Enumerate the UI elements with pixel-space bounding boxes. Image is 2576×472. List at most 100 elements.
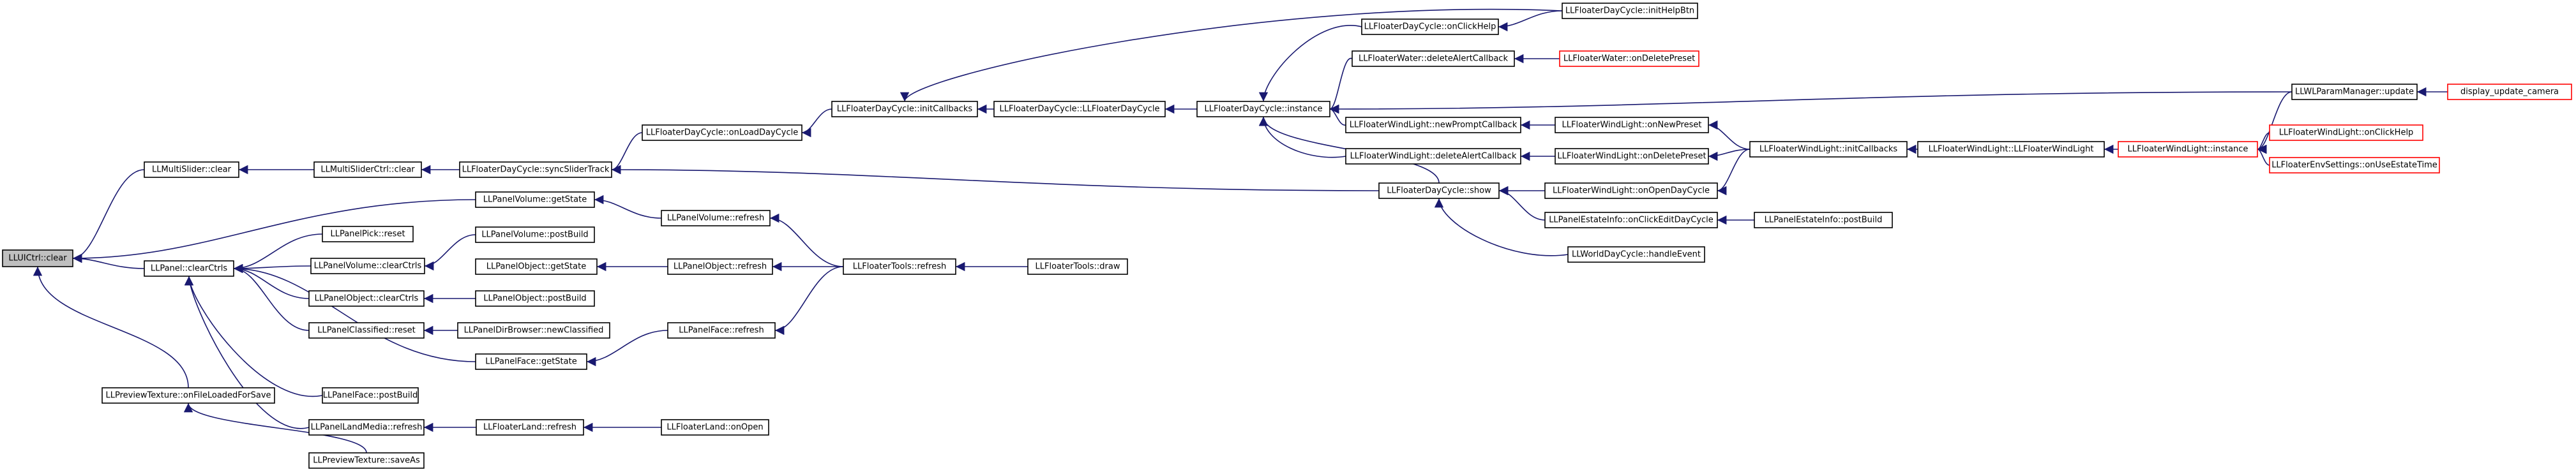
node-box [1917, 141, 2105, 158]
node-box [102, 387, 275, 404]
function-node[interactable]: LLFloaterWindLight::newPromptCallback [1345, 117, 1521, 133]
node-label: LLPanelObject::getState [486, 262, 586, 272]
node-box [313, 161, 422, 178]
node-label: LLPanelEstateInfo::postBuild [1765, 216, 1883, 225]
function-node[interactable]: LLMultiSliderCtrl::clear [313, 161, 422, 178]
function-node[interactable]: LLPanelEstateInfo::onClickEditDayCycle [1544, 212, 1718, 228]
function-node[interactable]: LLPanelDirBrowser::newClassified [457, 322, 610, 339]
node-label: LLPanelDirBrowser::newClassified [464, 326, 604, 336]
function-node[interactable]: LLWorldDayCycle::handleEvent [1567, 246, 1705, 263]
function-node[interactable]: LLPanelObject::postBuild [475, 290, 595, 307]
call-edge [1717, 149, 1751, 196]
function-node[interactable]: LLFloaterWindLight::onNewPreset [1555, 117, 1709, 133]
function-node[interactable]: LLFloaterWindLight::deleteAlertCallback [1345, 148, 1521, 165]
function-node[interactable]: LLFloaterWindLight::onDeletePreset [1555, 148, 1709, 165]
function-node[interactable]: LLFloaterTools::draw [1027, 258, 1128, 275]
root-function-node[interactable]: LLUICtrl::clear [2, 249, 73, 267]
node-label: LLFloaterDayCycle::initHelpBtn [1565, 6, 1694, 16]
function-node[interactable]: LLPanelObject::refresh [667, 258, 773, 275]
function-node[interactable]: LLPreviewTexture::onFileLoadedForSave [102, 387, 275, 404]
function-node[interactable]: LLPanelVolume::refresh [661, 210, 771, 226]
node-label: LLFloaterLand::refresh [483, 423, 576, 432]
node-box [1544, 212, 1718, 228]
function-node[interactable]: LLFloaterDayCycle::instance [1196, 101, 1330, 117]
function-node[interactable]: LLPanelLandMedia::refresh [308, 419, 425, 436]
function-node[interactable]: LLPanelObject::getState [475, 258, 598, 275]
node-box [308, 452, 425, 469]
function-node[interactable]: LLPanelClassified::reset [308, 322, 425, 339]
call-edge [1329, 58, 1353, 114]
call-edge [801, 108, 832, 138]
function-node[interactable]: LLFloaterLand::onOpen [661, 419, 769, 436]
function-node[interactable]: LLFloaterWater::onDeletePreset [1559, 50, 1699, 67]
node-label: LLPanelVolume::clearCtrls [314, 262, 422, 271]
node-box [475, 353, 587, 370]
function-node[interactable]: LLFloaterDayCycle::onLoadDayCycle [642, 124, 802, 141]
function-node[interactable]: LLFloaterDayCycle::syncSliderTrack [459, 161, 612, 178]
node-box [1567, 246, 1705, 263]
node-box [1361, 18, 1499, 35]
call-edge [184, 276, 310, 429]
function-node[interactable]: LLFloaterTools::refresh [843, 258, 956, 275]
function-node[interactable]: LLFloaterWindLight::onOpenDayCycle [1544, 182, 1718, 199]
function-node[interactable]: LLFloaterWindLight::instance [2118, 141, 2258, 158]
node-box [661, 419, 769, 436]
function-node[interactable]: LLFloaterDayCycle::initCallbacks [831, 101, 978, 117]
function-node[interactable]: LLPanelFace::getState [475, 353, 587, 370]
node-label: LLFloaterWindLight::deleteAlertCallback [1350, 152, 1517, 161]
call-edge [594, 195, 662, 219]
node-box [475, 226, 595, 243]
function-node[interactable]: LLFloaterEnvSettings::onUseEstateTime [2269, 157, 2440, 173]
node-label: LLPanelFace::refresh [679, 326, 764, 336]
function-node[interactable]: LLFloaterDayCycle::show [1378, 182, 1500, 199]
function-node[interactable]: LLFloaterDayCycle::onClickHelp [1361, 18, 1499, 35]
node-label: display_update_camera [2460, 87, 2559, 97]
node-label: LLFloaterLand::onOpen [667, 423, 763, 432]
function-node[interactable]: LLPanelEstateInfo::postBuild [1754, 212, 1893, 228]
call-edge [1498, 186, 1546, 221]
node-box [1749, 141, 1908, 158]
function-node[interactable]: LLPanelFace::postBuild [322, 387, 419, 404]
function-node[interactable]: LLPanelVolume::getState [475, 191, 595, 208]
function-node[interactable]: LLWLParamManager::update [2291, 84, 2418, 100]
function-node[interactable]: LLPanel::clearCtrls [144, 260, 234, 277]
node-label: LLPanelVolume::refresh [667, 214, 764, 223]
node-label: LLFloaterWindLight::LLFloaterWindLight [1929, 145, 2094, 154]
function-node[interactable]: LLPreviewTexture::saveAs [308, 452, 425, 469]
call-edge [33, 266, 189, 388]
call-edge [233, 263, 310, 299]
call-edge [1258, 116, 1346, 158]
call-edge [184, 276, 323, 397]
function-node[interactable]: LLFloaterLand::refresh [476, 419, 584, 436]
node-label: LLFloaterDayCycle::syncSliderTrack [462, 165, 610, 175]
call-edge [72, 169, 145, 263]
node-box [1544, 182, 1718, 199]
call-edge [183, 402, 367, 454]
function-node[interactable]: LLMultiSlider::clear [144, 161, 239, 178]
node-box [1345, 117, 1521, 133]
node-box [2, 249, 73, 267]
function-node[interactable]: LLFloaterWindLight::onClickHelp [2269, 124, 2423, 141]
node-label: LLFloaterWindLight::onClickHelp [2279, 128, 2414, 138]
node-label: LLFloaterTools::draw [1036, 262, 1120, 272]
function-node[interactable]: LLFloaterDayCycle::LLFloaterDayCycle [993, 101, 1166, 117]
node-label: LLPanelClassified::reset [317, 326, 416, 336]
node-label: LLFloaterDayCycle::instance [1205, 105, 1323, 114]
node-label: LLPanelVolume::getState [483, 195, 587, 205]
function-node[interactable]: LLPanelFace::refresh [667, 322, 776, 339]
function-node[interactable]: display_update_camera [2447, 84, 2572, 100]
node-box [308, 419, 425, 436]
function-node[interactable]: LLFloaterWindLight::initCallbacks [1749, 141, 1908, 158]
function-node[interactable]: LLPanelPick::reset [322, 226, 414, 242]
function-node[interactable]: LLPanelVolume::clearCtrls [310, 258, 425, 274]
node-label: LLMultiSliderCtrl::clear [320, 165, 415, 175]
function-node[interactable]: LLFloaterWater::deleteAlertCallback [1352, 50, 1515, 67]
function-node[interactable]: LLPanelVolume::postBuild [475, 226, 595, 243]
function-node[interactable]: LLFloaterWindLight::LLFloaterWindLight [1917, 141, 2105, 158]
node-label: LLFloaterWindLight::newPromptCallback [1350, 121, 1518, 130]
function-node[interactable]: LLPanelObject::clearCtrls [308, 290, 425, 307]
node-label: LLPanel::clearCtrls [151, 264, 228, 274]
node-box [1559, 50, 1699, 67]
function-node[interactable]: LLFloaterDayCycle::initHelpBtn [1562, 3, 1698, 19]
node-label: LLWLParamManager::update [2295, 87, 2414, 97]
